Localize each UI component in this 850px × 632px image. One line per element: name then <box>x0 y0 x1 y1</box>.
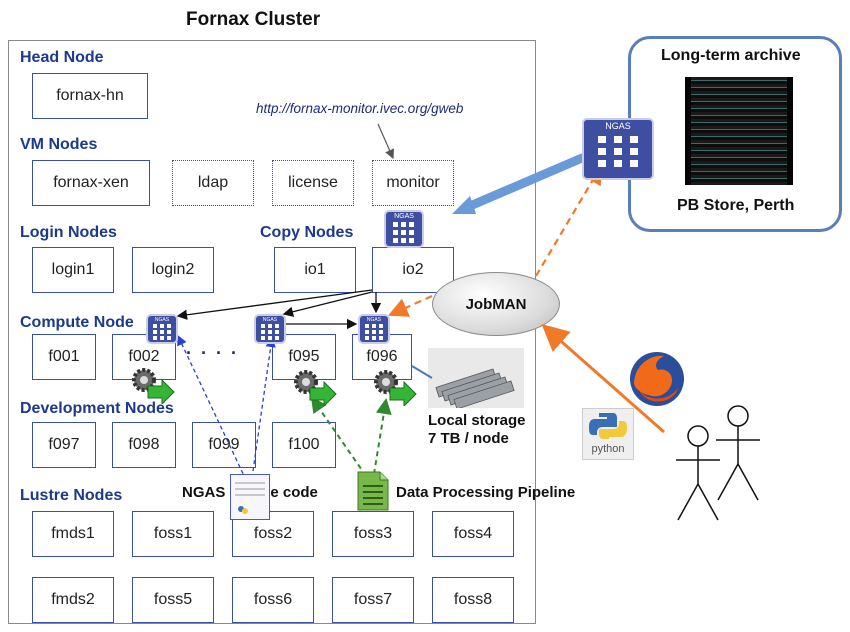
ngas-badge-label: NGAS <box>366 317 382 323</box>
node-f098: f098 <box>112 422 176 468</box>
node-monitor: monitor <box>372 160 454 206</box>
io2-to-f095-arrow <box>282 291 373 317</box>
ngas-badge-label: NGAS <box>605 121 631 131</box>
node-foss8: foss8 <box>432 577 514 623</box>
section-head-node: Head Node <box>20 49 104 66</box>
ngas-badge-label: NGAS <box>154 317 170 323</box>
io2-to-f002-arrow <box>176 289 373 320</box>
node-login1: login1 <box>32 247 114 293</box>
local-storage-line1: Local storage <box>428 412 526 429</box>
node-f001: f001 <box>32 334 96 380</box>
node-ldap: ldap <box>172 160 254 206</box>
monitor-url: http://fornax-monitor.ivec.org/gweb <box>256 101 464 116</box>
server-rack-image <box>685 77 793 185</box>
users-icon <box>664 400 774 524</box>
ngas-archive-icon: NGAS <box>582 118 654 180</box>
section-login-nodes: Login Nodes <box>20 224 117 241</box>
f096-to-storage-line <box>411 365 433 379</box>
ngas-io2-icon: NGAS <box>384 210 424 248</box>
node-fmds2: fmds2 <box>32 577 114 623</box>
diagram-title: Fornax Cluster <box>186 9 321 30</box>
pipeline-label: Data Processing Pipeline <box>396 484 576 501</box>
pipeline-to-f096-arrow <box>373 398 392 475</box>
ngas-f095-icon: NGAS <box>254 314 286 344</box>
archive-box: Long-term archive PB Store, Perth <box>628 36 842 232</box>
ngas-source-to-f095-arrow <box>251 336 276 479</box>
node-io1: io1 <box>274 247 356 293</box>
ngas-f096-icon: NGAS <box>358 314 390 344</box>
gear-icon <box>290 368 342 406</box>
archive-to-io2-arrow <box>465 153 587 211</box>
node-foss5: foss5 <box>132 577 214 623</box>
ngas-badge-label: NGAS <box>394 213 414 220</box>
ngas-badge-label: NGAS <box>262 317 278 323</box>
compute-ellipsis: · · · · <box>186 343 239 363</box>
python-logo-label: python <box>591 443 625 455</box>
section-lustre-nodes: Lustre Nodes <box>20 487 123 504</box>
archive-title: Long-term archive <box>661 47 801 64</box>
firefox-icon <box>626 348 688 410</box>
node-fornax-xen: fornax-xen <box>32 160 150 206</box>
gear-icon <box>370 368 422 406</box>
ngas-f002-icon: NGAS <box>146 314 178 344</box>
node-license: license <box>272 160 354 206</box>
section-compute-node: Compute Node <box>20 314 134 331</box>
url-arrow <box>377 123 395 160</box>
pipeline-to-f095-arrow <box>310 396 367 477</box>
section-vm-nodes: VM Nodes <box>20 136 98 153</box>
gear-icon <box>128 366 180 404</box>
section-development-nodes: Development Nodes <box>20 400 174 417</box>
archive-caption: PB Store, Perth <box>677 197 795 214</box>
node-foss1: foss1 <box>132 511 214 557</box>
node-foss4: foss4 <box>432 511 514 557</box>
node-f100: f100 <box>272 422 336 468</box>
node-fmds1: fmds1 <box>32 511 114 557</box>
section-copy-nodes: Copy Nodes <box>260 224 354 241</box>
node-fornax-hn: fornax-hn <box>32 73 148 119</box>
node-foss2: foss2 <box>232 511 314 557</box>
jobman-to-io2-arrow <box>387 294 433 317</box>
python-logo-icon: python <box>582 408 634 460</box>
node-io2: io2 <box>372 247 454 293</box>
users-to-jobman-arrow <box>541 324 665 434</box>
node-foss7: foss7 <box>332 577 414 623</box>
node-foss3: foss3 <box>332 511 414 557</box>
node-f099: f099 <box>192 422 256 468</box>
jobman-node: JobMAN <box>432 272 560 336</box>
python-document-icon <box>230 474 270 520</box>
node-foss6: foss6 <box>232 577 314 623</box>
jobman-to-archive-arrow <box>535 164 603 277</box>
pipeline-document-icon <box>356 470 390 512</box>
node-login2: login2 <box>132 247 214 293</box>
node-f097: f097 <box>32 422 96 468</box>
local-storage-line2: 7 TB / node <box>428 430 509 447</box>
hard-drives-image <box>428 348 524 408</box>
ngas-source-to-f002-arrow <box>177 334 247 481</box>
